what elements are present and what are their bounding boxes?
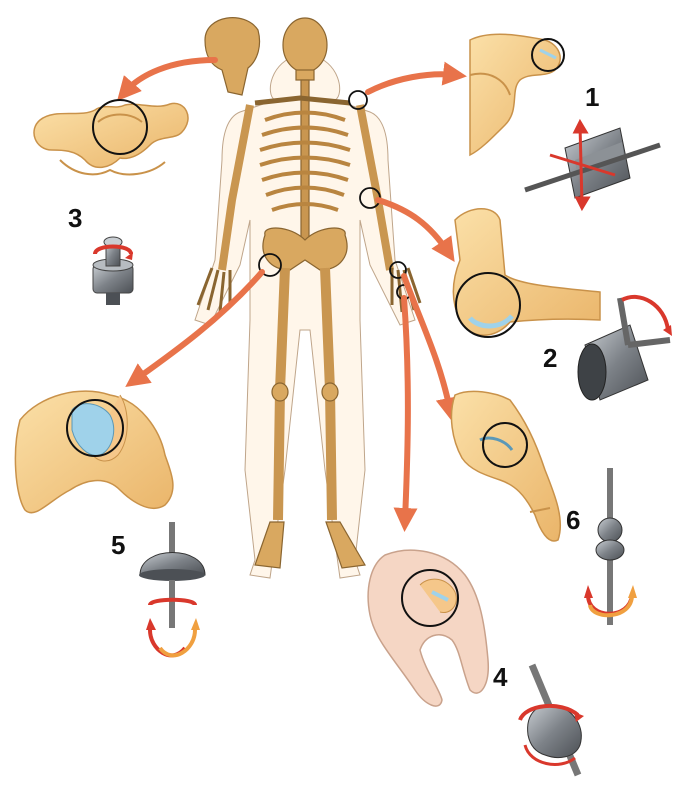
human-skeleton bbox=[195, 18, 420, 578]
label-saddle-joint: 4 bbox=[493, 662, 507, 693]
ball-socket-joint-model bbox=[139, 522, 205, 655]
label-ball-socket-joint: 5 bbox=[111, 530, 125, 561]
plane-joint-model bbox=[525, 122, 660, 208]
hand-illustration bbox=[368, 550, 488, 706]
label-plane-joint: 1 bbox=[585, 82, 599, 113]
label-hinge-joint: 2 bbox=[543, 343, 557, 374]
pivot-joint-model bbox=[93, 237, 133, 305]
side-skull bbox=[205, 18, 260, 95]
label-pivot-joint: 3 bbox=[68, 203, 82, 234]
elbow-illustration bbox=[453, 209, 600, 337]
wrist-illustration bbox=[451, 391, 560, 541]
atlas-vertebra-illustration bbox=[34, 100, 188, 174]
hip-illustration bbox=[15, 391, 173, 513]
shoulder-acromion-illustration bbox=[470, 34, 564, 155]
saddle-joint-model bbox=[520, 665, 584, 775]
label-condyloid-joint: 6 bbox=[566, 505, 580, 536]
condyloid-joint-model bbox=[584, 468, 637, 625]
